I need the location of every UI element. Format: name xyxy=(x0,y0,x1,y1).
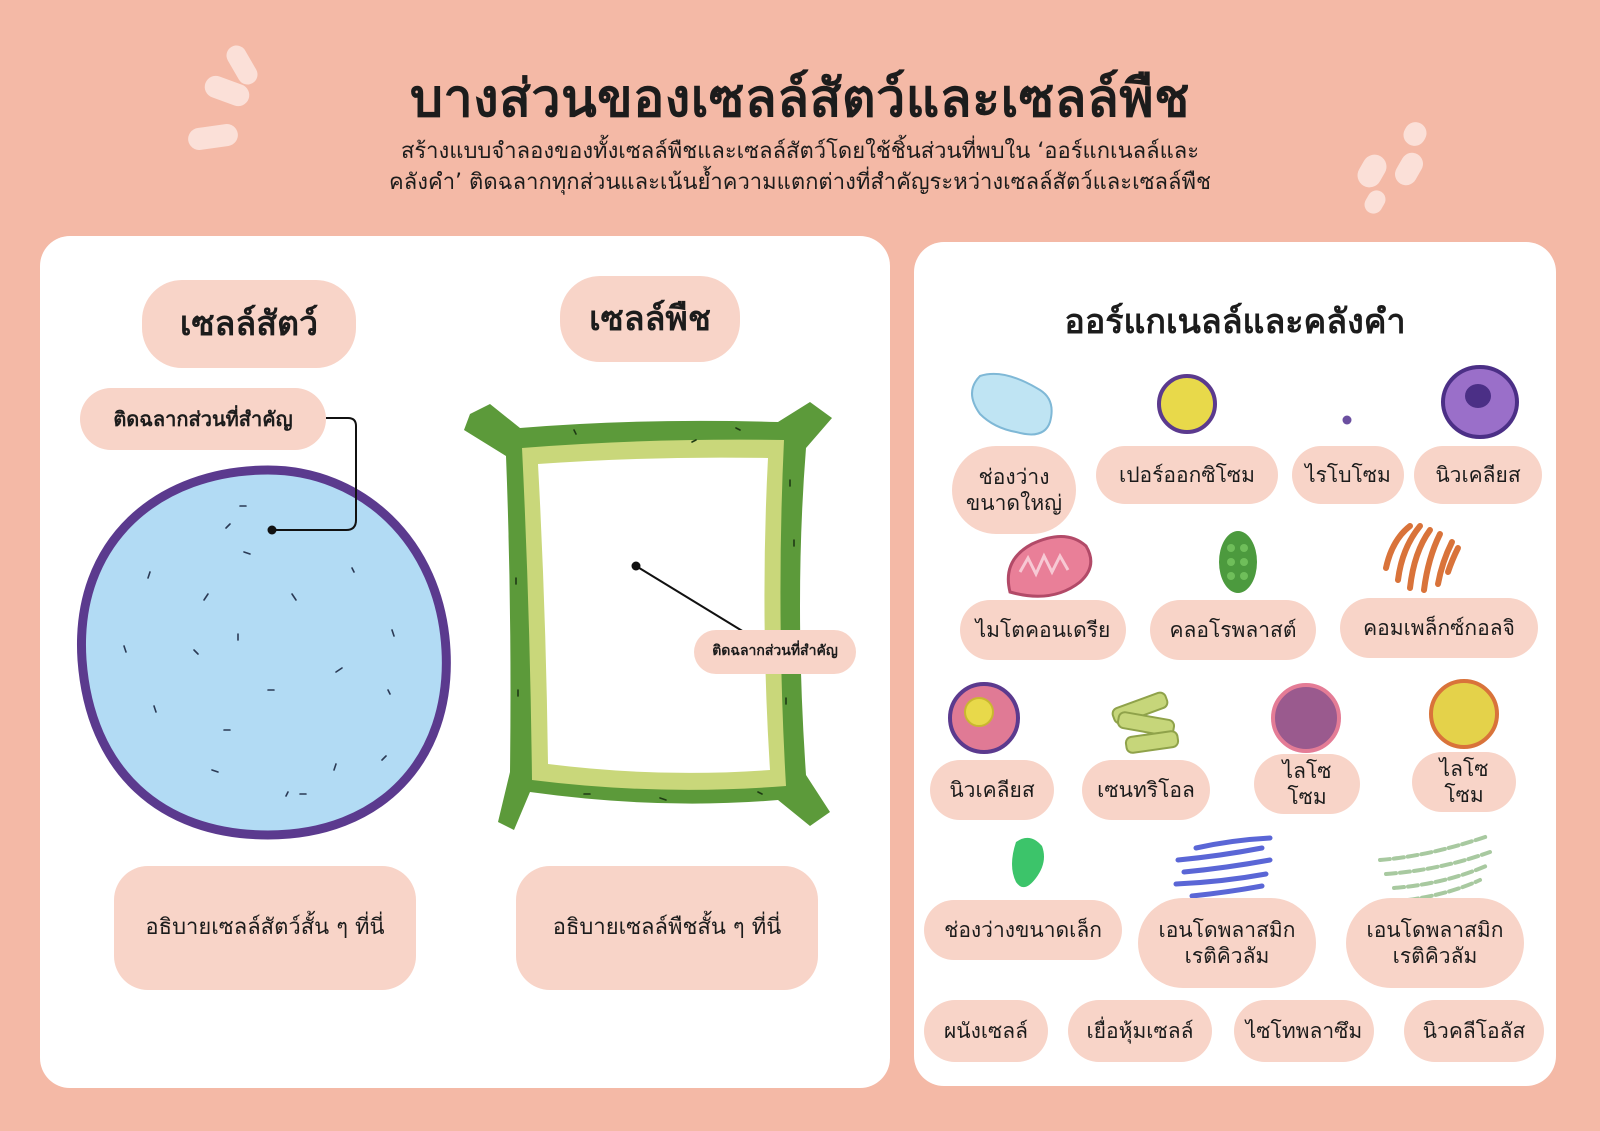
word-bank-item-label: เปอร์ออกซิโซม xyxy=(1119,462,1255,487)
word-bank-item-lysosome-2[interactable]: ไลโซโซม xyxy=(1412,752,1516,812)
subtitle-line: สร้างแบบจำลองของทั้งเซลล์พืชและเซลล์สัตว… xyxy=(400,139,1200,164)
word-bank-item-nucleolus[interactable]: นิวคลีโอลัส xyxy=(1404,1000,1544,1062)
word-bank-item-label: ผนังเซลล์ xyxy=(943,1018,1029,1043)
word-bank-item-lysosome[interactable]: ไลโซโซม xyxy=(1254,754,1360,814)
word-bank-item-small-vacuole[interactable]: ช่องว่างขนาดเล็ก xyxy=(924,900,1122,960)
word-bank-item-label: เอนโดพลาสมิก เรติคิวลัม xyxy=(1366,917,1504,968)
plant-description-box[interactable]: อธิบายเซลล์พืชสั้น ๆ ที่นี่ xyxy=(516,866,818,990)
word-bank-item-chloroplast[interactable]: คลอโรพลาสต์ xyxy=(1150,600,1316,660)
subtitle-line: คลังคำ’ ติดฉลากทุกส่วนและเน้นย้ำความแตกต… xyxy=(389,170,1211,195)
word-bank-item-ribosome[interactable]: ไรโบโซม xyxy=(1292,446,1404,504)
word-bank-item-label: ไลโซโซม xyxy=(1282,758,1332,809)
word-bank-item-nucleus[interactable]: นิวเคลียส xyxy=(1414,446,1542,504)
word-bank-item-label: เยื่อหุ้มเซลล์ xyxy=(1086,1018,1194,1043)
word-bank-item-large-vacuole[interactable]: ช่องว่าง ขนาดใหญ่ xyxy=(952,446,1076,534)
word-bank-item-label: ไรโบโซม xyxy=(1305,462,1391,487)
word-bank-item-label: ช่องว่างขนาดเล็ก xyxy=(944,917,1102,942)
word-bank-item-label: ไมโตคอนเดรีย xyxy=(975,617,1111,642)
decoration-sparkle xyxy=(1361,187,1389,217)
word-bank-item-label: นิวคลีโอลัส xyxy=(1422,1018,1526,1043)
word-bank-item-label: ช่องว่าง ขนาดใหญ่ xyxy=(965,464,1063,515)
page-title: บางส่วนของเซลล์สัตว์และเซลล์พืช xyxy=(410,69,1190,129)
word-bank-item-cell-wall[interactable]: ผนังเซลล์ xyxy=(924,1000,1048,1062)
word-bank-item-label: เซนทริโอล xyxy=(1097,777,1195,802)
word-bank-item-golgi[interactable]: คอมเพล็กซ์กอลจิ xyxy=(1340,598,1538,658)
word-bank-item-centriole[interactable]: เซนทริโอล xyxy=(1082,760,1210,820)
word-bank-item-label: คอมเพล็กซ์กอลจิ xyxy=(1363,615,1515,640)
page-subtitle: สร้างแบบจำลองของทั้งเซลล์พืชและเซลล์สัตว… xyxy=(300,136,1300,198)
plant-label-tag[interactable]: ติดฉลากส่วนที่สำคัญ xyxy=(694,630,856,674)
word-bank-item-label: นิวเคลียส xyxy=(1435,462,1521,487)
animal-cell-heading: เซลล์สัตว์ xyxy=(142,280,356,368)
word-bank-item-mitochondria[interactable]: ไมโตคอนเดรีย xyxy=(960,600,1126,660)
word-bank-item-label: เอนโดพลาสมิก เรติคิวลัม xyxy=(1158,917,1296,968)
word-bank-item-label: ไซโทพลาซึม xyxy=(1245,1018,1363,1043)
plant-cell-heading: เซลล์พืช xyxy=(560,276,740,362)
decoration-sparkle xyxy=(1390,148,1428,190)
word-bank-title: ออร์แกเนลล์และคลังคำ xyxy=(1064,302,1406,342)
word-bank-item-cytoplasm[interactable]: ไซโทพลาซึม xyxy=(1234,1000,1374,1062)
decoration-sparkle xyxy=(1353,150,1391,192)
word-bank-item-nucleus-2[interactable]: นิวเคลียส xyxy=(930,760,1054,820)
word-bank-item-label: นิวเคลียส xyxy=(949,777,1035,802)
animal-label-tag[interactable]: ติดฉลากส่วนที่สำคัญ xyxy=(80,388,326,450)
word-bank-item-rough-er[interactable]: เอนโดพลาสมิก เรติคิวลัม xyxy=(1138,898,1316,988)
word-bank-item-label: คลอโรพลาสต์ xyxy=(1169,617,1297,642)
word-bank-item-label: ไลโซโซม xyxy=(1439,756,1489,807)
word-bank-item-cell-membrane[interactable]: เยื่อหุ้มเซลล์ xyxy=(1068,1000,1212,1062)
word-bank-item-peroxisome[interactable]: เปอร์ออกซิโซม xyxy=(1096,446,1278,504)
animal-description-box[interactable]: อธิบายเซลล์สัตว์สั้น ๆ ที่นี่ xyxy=(114,866,416,990)
word-bank-item-smooth-er[interactable]: เอนโดพลาสมิก เรติคิวลัม xyxy=(1346,898,1524,988)
